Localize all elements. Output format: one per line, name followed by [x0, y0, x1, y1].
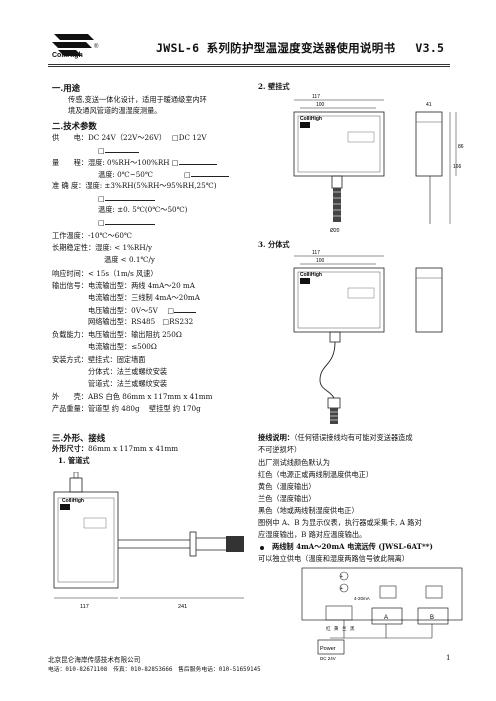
- spec-accuracy-humidity: 准 确 度：湿度: ±3%RH(5%RH～95%RH,25℃): [52, 181, 217, 190]
- wiring-line-3: 黄色（温度输出）: [258, 482, 316, 491]
- power-label: Power: [320, 646, 336, 652]
- page-number: 1: [446, 654, 451, 662]
- split-cable: [319, 341, 336, 399]
- spec-range-temp: 温度: 0℃~50℃ □: [98, 169, 229, 181]
- header-rule: [48, 64, 450, 65]
- svg-text:®: ®: [94, 43, 99, 50]
- purpose-line-1: 传感,变送一体化设计，适用于暖通级室内环: [68, 95, 207, 104]
- section-purpose-heading: 一.用途: [52, 83, 81, 93]
- terminal-4: 黑: [350, 626, 355, 632]
- wall-dim-41: 41: [426, 102, 432, 108]
- wiring-line-1: 出厂测试线颜色默认为: [258, 458, 330, 467]
- split-brand-text: ColliHigh: [300, 272, 322, 278]
- wiring-line-5: 黑色（地或两线制湿度供电正）: [258, 506, 359, 515]
- instrument-a: [371, 607, 403, 625]
- wiring-line-4: 兰色（湿度输出）: [258, 494, 316, 503]
- spec-mount-split: 分体式：法兰或螺纹安装: [88, 367, 168, 376]
- footer-company: 北京昆仑海岸传感技术有限公司: [48, 656, 141, 664]
- duct-dim-117: 117: [80, 604, 89, 610]
- spec-range-humidity: 量 程：湿度: 0%RH～100%RH □: [52, 157, 217, 169]
- wall-dim-100: 100: [316, 102, 325, 108]
- spec-accuracy-option-1: □: [98, 193, 155, 205]
- spec-response-time: 响应时间：< 15s（1m/s 风速）: [52, 269, 158, 278]
- spec-operating-temp: 工作温度：-10℃～60℃: [52, 231, 132, 240]
- header-rule-2: [48, 66, 450, 67]
- split-dim-117: 117: [312, 250, 320, 256]
- spec-accuracy-temp: 温度: ±0. 5℃(0℃～50℃): [98, 205, 188, 214]
- wall-dim-166: 166: [453, 164, 462, 170]
- spec-output-current-2w: 输出信号：电流输出型：两线 4mA～20 mA: [52, 281, 195, 290]
- wall-brand-text: ColliHigh: [300, 116, 322, 122]
- circuit-ma-label: 4-20mA: [354, 596, 370, 601]
- duct-probe-tip: [226, 536, 244, 552]
- duct-label-plate: [83, 517, 107, 529]
- split-dim-100: 100: [316, 258, 325, 264]
- spec-power-option: □: [98, 145, 139, 157]
- bullet-dot: [260, 546, 264, 550]
- power-dc-label: DC 24V: [320, 656, 336, 661]
- spec-stability-temp: 温度 < 0.1℃/y: [104, 255, 155, 264]
- wall-type-drawing: 117 100 ColliHigh Ø20 41 166 86: [293, 94, 464, 234]
- circuit-frame: [301, 567, 463, 621]
- spec-mount-duct: 管道式：法兰或螺纹安装: [88, 379, 168, 388]
- footer-contact: 电话：010-82671108 传真：010-82853666 售后服务电话：0…: [48, 667, 261, 673]
- spec-accuracy-option-2: □: [98, 217, 155, 229]
- spec-housing: 外 壳：ABS 白色 86mm x 117mm x 41mm: [52, 392, 213, 401]
- company-logo: ®: [48, 30, 112, 62]
- wall-dim-117: 117: [312, 94, 320, 100]
- duct-gland-top: [69, 477, 83, 493]
- wall-dim-86: 86: [458, 144, 464, 150]
- subsection-duct: 1. 管道式: [58, 456, 90, 465]
- wiring-circuit-diagram: + + 4-20mA 红 黄 兰 黑 A B Power DC 24V: [301, 567, 463, 661]
- purpose-line-2: 境及通风管道的温湿度测量。: [68, 106, 162, 115]
- spec-load-voltage: 负载能力：电压输出型：输出阻抗 250Ω: [52, 330, 182, 339]
- display-a-screen: [379, 585, 397, 599]
- wiring-line-7: 应湿度输出，B 路对应温度输出。: [258, 530, 367, 539]
- subsection-split: 3. 分体式: [258, 240, 290, 249]
- spec-load-current: 电流输出型：≤500Ω: [88, 342, 157, 351]
- wiring-heading: 接线说明：（任何错误接线均有可能对变送器造成: [258, 433, 413, 442]
- spec-weight: 产品重量：管道型 约 480g 壁挂型 约 170g: [52, 404, 201, 413]
- wiring-bullet-desc: 可以独立供电（温度和湿度两路信号彼此隔离）: [258, 554, 409, 563]
- duct-flange: [189, 531, 197, 557]
- wiring-note-2: 不可逆损坏）: [258, 445, 302, 454]
- duct-brand-text: ColliHigh: [62, 498, 84, 504]
- subsection-wall: 2. 壁挂式: [258, 82, 290, 91]
- split-type-drawing: 117 100 ColliHigh: [293, 250, 443, 424]
- spec-output-network: 网络输出型：RS485 □RS232: [88, 317, 194, 326]
- logo-wordmark: ColliHigh: [52, 52, 83, 59]
- spec-output-voltage: 电压输出型：0V～5V □: [88, 305, 197, 317]
- duct-type-drawing: ColliHigh 117 241: [53, 472, 244, 610]
- wiring-line-2: 红色（电源正或两线制温度供电正）: [258, 470, 374, 479]
- spec-power: 供 电：DC 24V（22V～26V） □DC 12V: [52, 133, 207, 142]
- svg-text:+: +: [340, 586, 343, 592]
- terminal-3: 兰: [342, 625, 347, 631]
- power-supply: [317, 639, 345, 655]
- outline-size: 外形尺寸：86mm x 117mm x 41mm: [52, 444, 179, 453]
- spec-mount-wall: 安装方式：壁挂式：固定墙面: [52, 355, 146, 364]
- wiring-bullet-title: 两线制 4mA～20mA 电流远传 (JWSL-6AT**): [272, 542, 433, 551]
- split-housing-side: [415, 267, 443, 333]
- duct-dim-241: 241: [178, 604, 187, 610]
- section-outline-heading: 三.外形、接线: [52, 433, 106, 443]
- terminal-2: 黄: [334, 625, 339, 632]
- wall-housing-side: [415, 111, 443, 177]
- duct-logo-mark: [60, 504, 70, 510]
- instrument-b-label: B: [430, 615, 434, 621]
- spec-stability-humidity: 长期稳定性：湿度: < 1%RH/y: [52, 243, 153, 252]
- terminal-block: [325, 605, 353, 621]
- wall-dim-phi: Ø20: [330, 228, 340, 234]
- wiring-line-6: 图例中 A、B 为显示仪表，执行器或采集卡, A 路对: [258, 518, 422, 527]
- instrument-b: [417, 607, 449, 625]
- wall-probe: [333, 188, 341, 222]
- spec-output-current-3w: 电流输出型：三线制 4mA～20mA: [88, 293, 200, 302]
- instrument-a-label: A: [384, 615, 388, 621]
- svg-text:+: +: [340, 574, 343, 580]
- display-b-screen: [425, 585, 443, 599]
- section-specs-heading: 二.技术参数: [52, 121, 97, 131]
- terminal-1: 红: [326, 625, 331, 631]
